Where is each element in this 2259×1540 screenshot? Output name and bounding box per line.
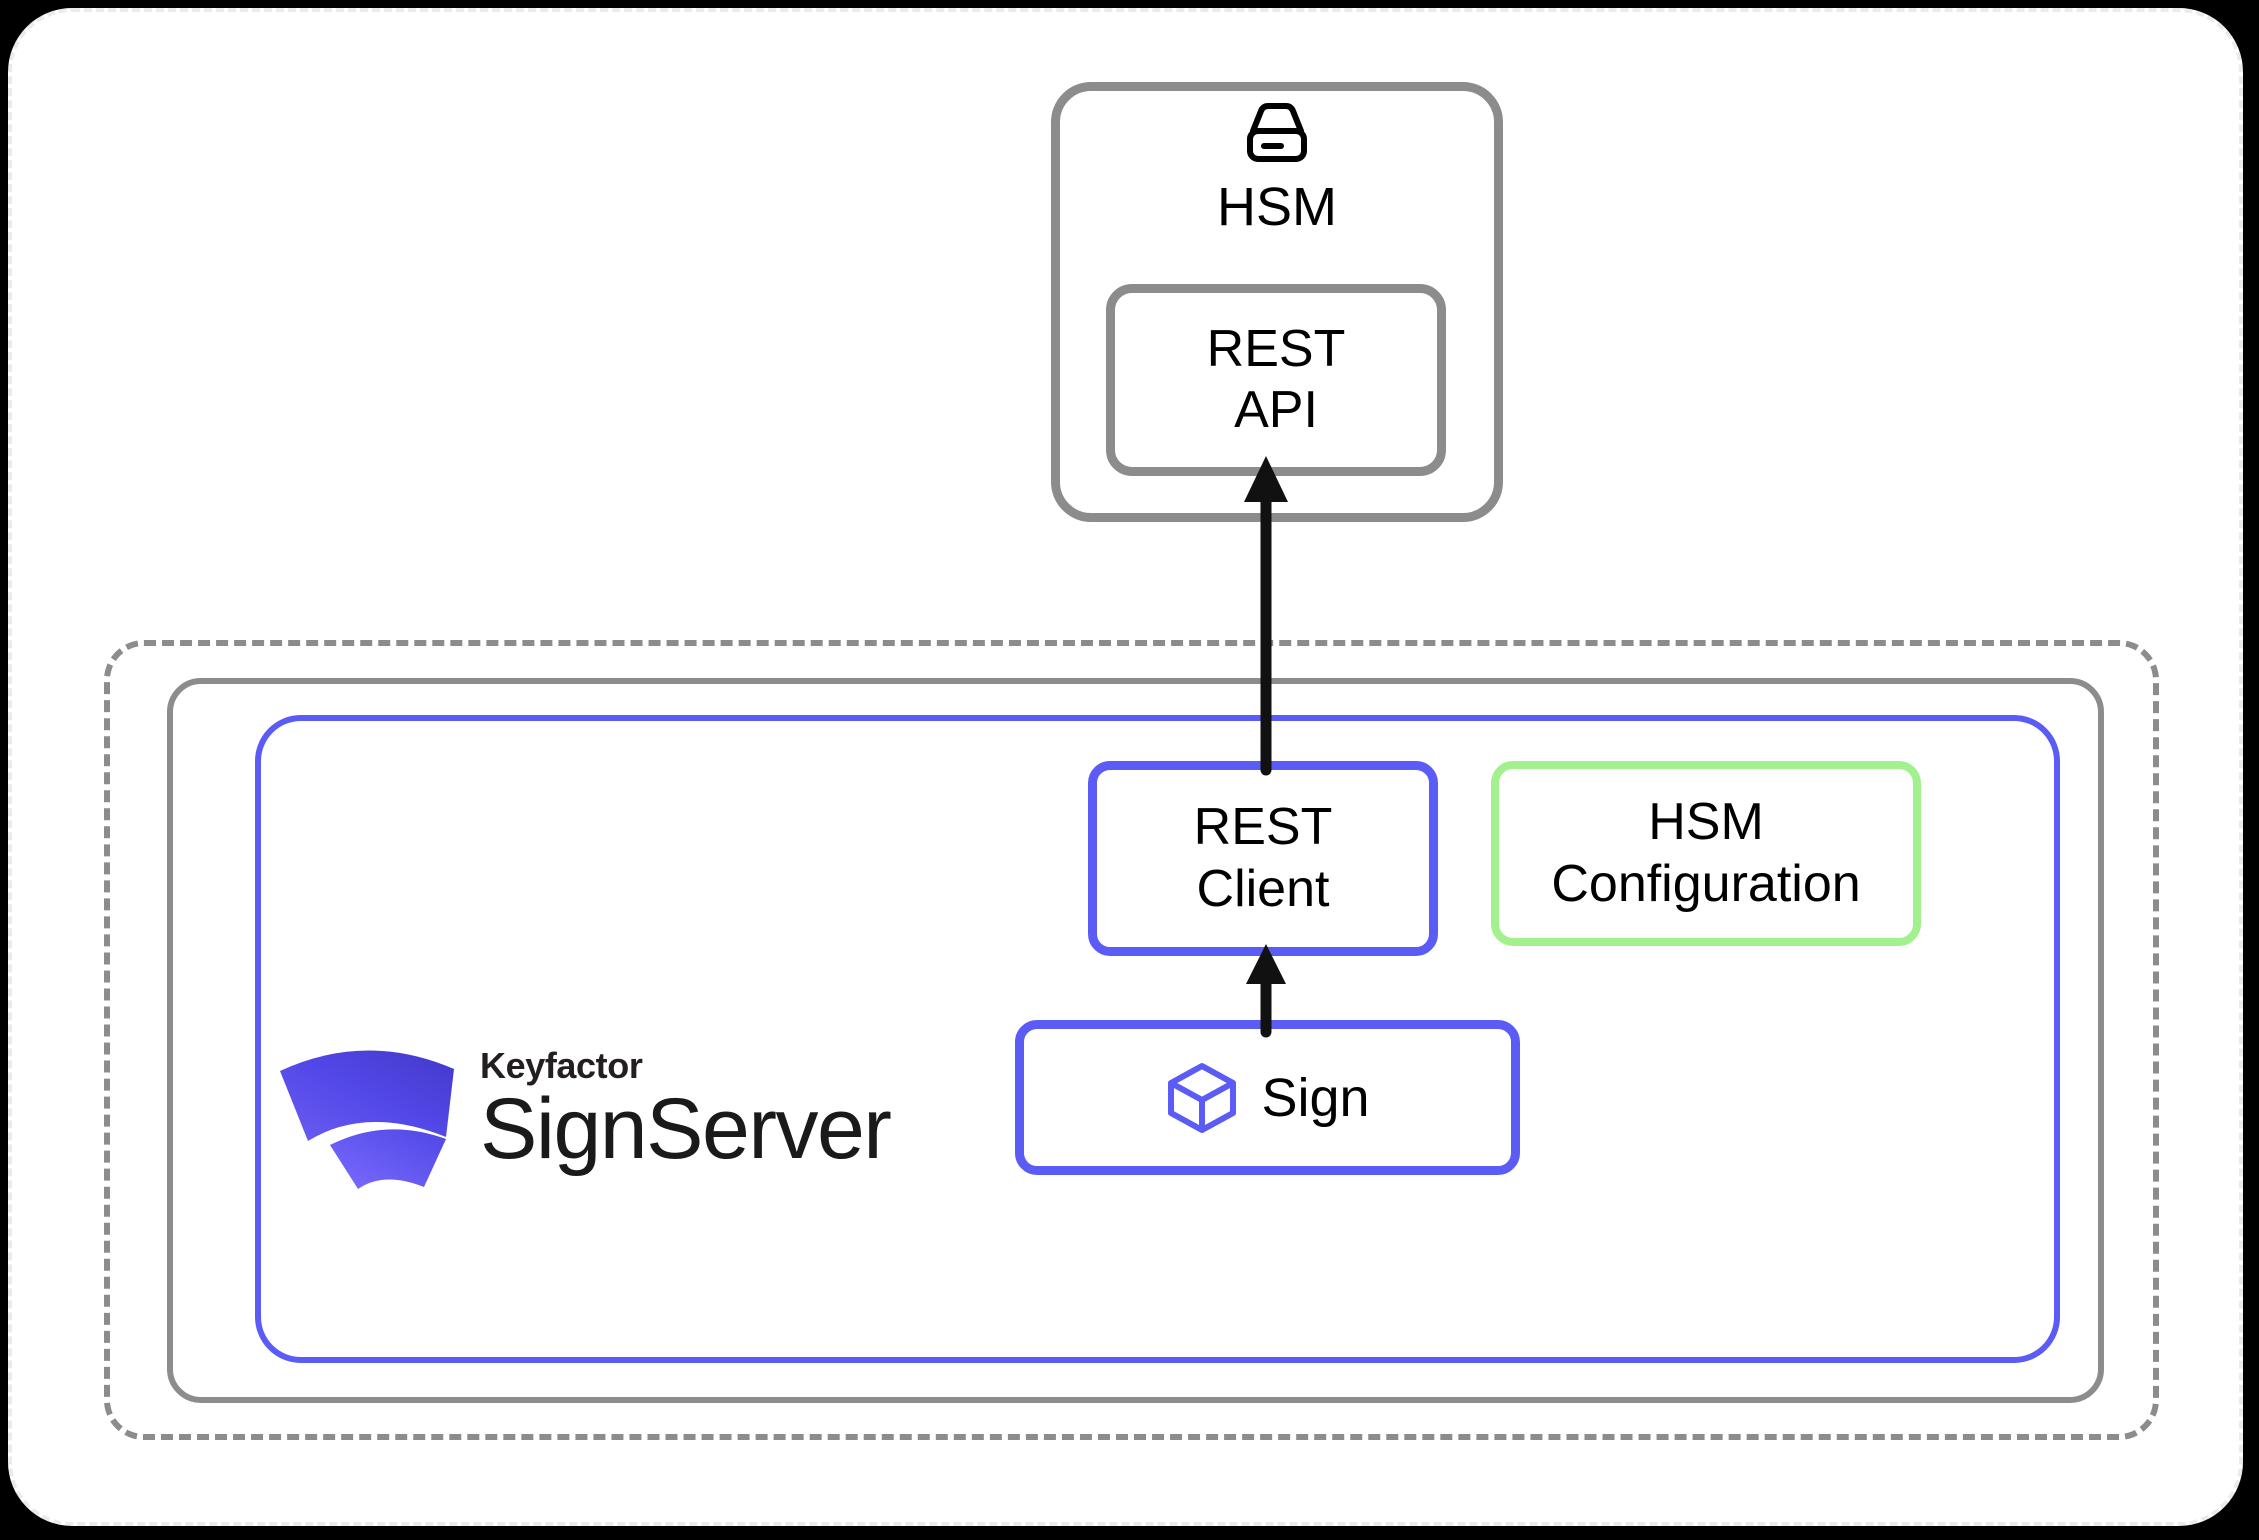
signserver-container bbox=[255, 715, 2060, 1363]
logo-product-text: SignServer bbox=[480, 1080, 892, 1177]
hsm-container: HSM REST API bbox=[1051, 82, 1503, 522]
rest-api-label-line1: REST bbox=[1206, 319, 1346, 378]
rest-client-label-line2: Client bbox=[1196, 859, 1330, 918]
sign-worker-label: Sign bbox=[1261, 1067, 1370, 1128]
rest-api-box: REST API bbox=[1106, 284, 1446, 476]
logo-brand-text: Keyfactor bbox=[480, 1044, 643, 1086]
diagram-canvas: HSM REST API K bbox=[8, 8, 2243, 1526]
hsm-configuration-label-line1: HSM bbox=[1648, 793, 1764, 852]
host-container bbox=[167, 678, 2104, 1403]
logo-wordmark: Keyfactor SignServer bbox=[480, 1044, 892, 1177]
keyfactor-logo-mark bbox=[280, 1049, 454, 1189]
hsm-configuration-label-line2: Configuration bbox=[1551, 854, 1861, 913]
hsm-server-icon bbox=[1247, 103, 1307, 162]
arrow-rest-client-to-rest-api bbox=[1244, 456, 1288, 776]
keyfactor-signserver-logo: Keyfactor SignServer bbox=[274, 1017, 934, 1202]
rest-api-label-line2: API bbox=[1234, 381, 1318, 439]
sign-worker-box: Sign bbox=[1015, 1020, 1520, 1175]
cube-icon bbox=[1168, 1062, 1237, 1133]
arrow-sign-to-rest-client bbox=[1246, 944, 1286, 1038]
hsm-label: HSM bbox=[1217, 177, 1337, 237]
rest-client-label-line1: REST bbox=[1193, 798, 1333, 857]
deployment-boundary bbox=[104, 640, 2159, 1440]
hsm-configuration-box: HSM Configuration bbox=[1491, 761, 1921, 946]
rest-client-box: REST Client bbox=[1088, 761, 1438, 956]
